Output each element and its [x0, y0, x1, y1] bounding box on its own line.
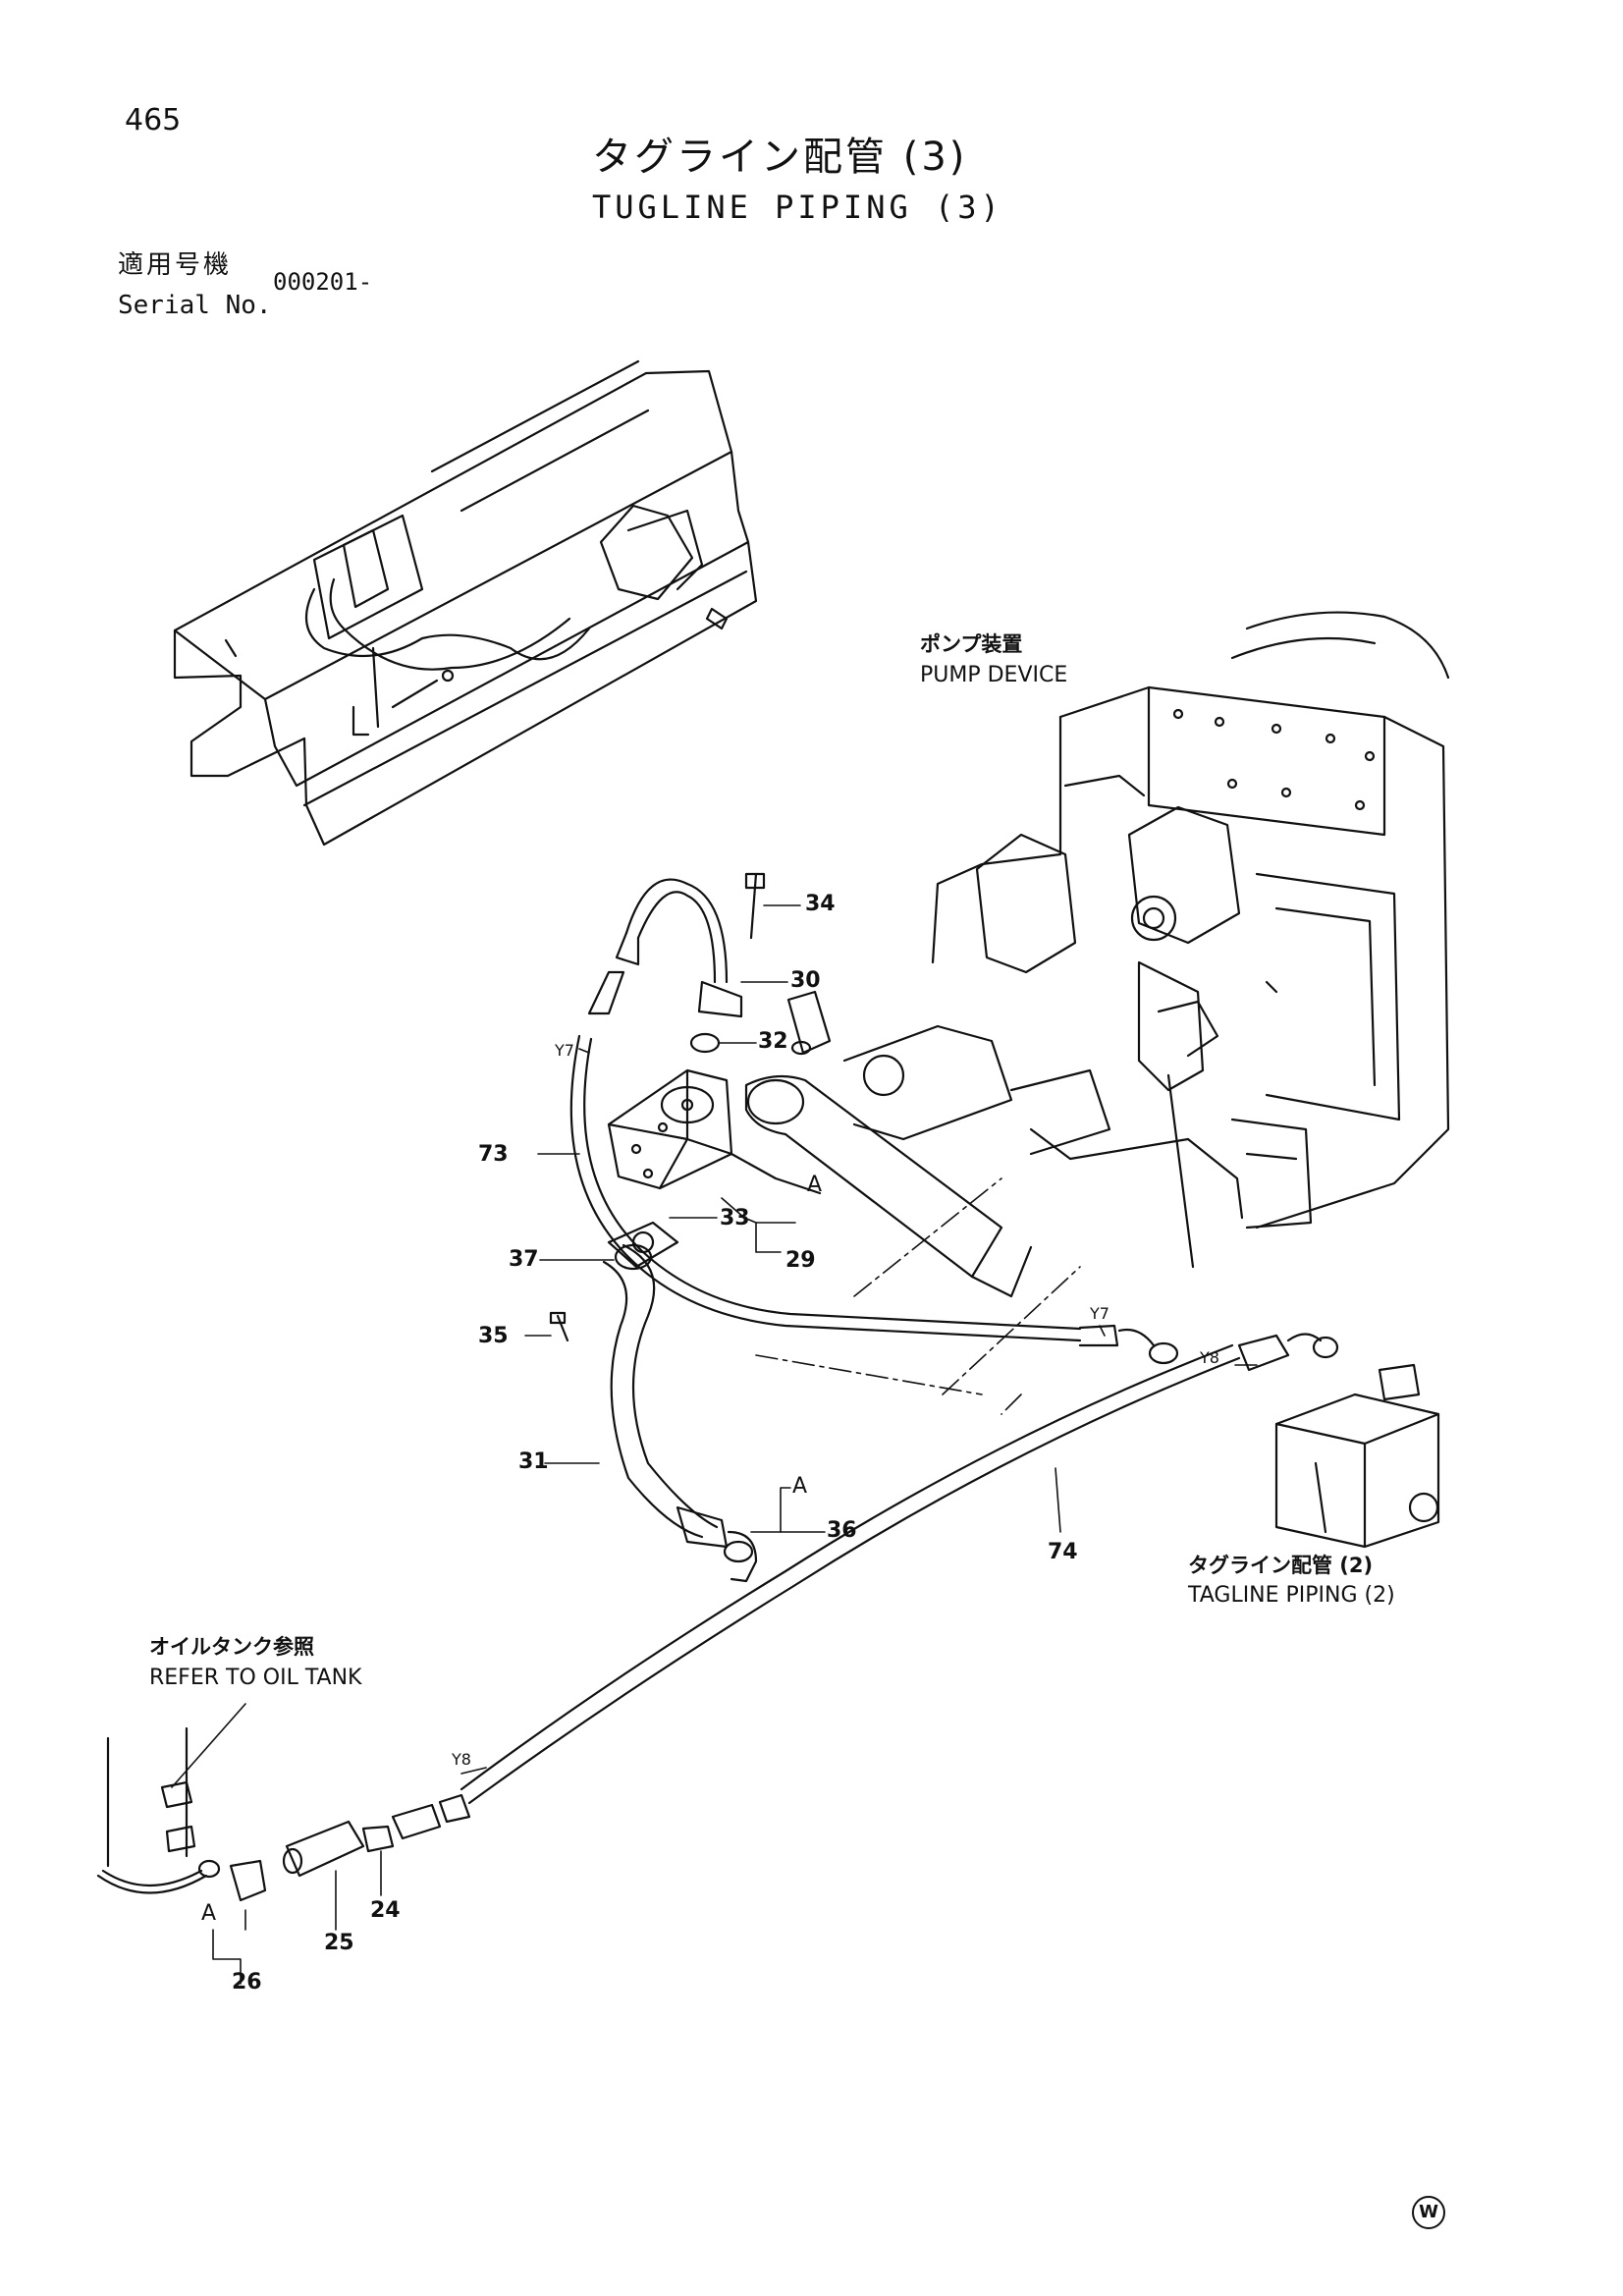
center-lines [755, 1177, 1081, 1415]
suction-tube [744, 1074, 1033, 1298]
part-number-30: 30 [790, 968, 821, 993]
part-number-36: 36 [827, 1518, 857, 1543]
section-mark-a-tank: A [201, 1901, 217, 1926]
serial-number-value: 000201- [273, 268, 373, 296]
part-number-34: 34 [805, 892, 836, 916]
leader-lines [171, 904, 1258, 1985]
hose-73 [569, 970, 1179, 1365]
hose-mark-y7-lower: Y7 [1090, 1304, 1109, 1323]
part-number-29: 29 [785, 1248, 816, 1273]
pump-device-label: PUMP DEVICE [920, 663, 1068, 687]
serial-label-english: Serial No. [118, 291, 272, 320]
part-number-73: 73 [478, 1142, 509, 1167]
part-number-74: 74 [1048, 1540, 1078, 1564]
part-number-25: 25 [324, 1931, 354, 1955]
tagline-piping-label: TAGLINE PIPING (2) [1188, 1583, 1395, 1608]
part-number-35: 35 [478, 1324, 509, 1348]
pump-device-body [842, 611, 1450, 1269]
part-number-37: 37 [509, 1247, 539, 1272]
pump-device-label-japanese: ポンプ装置 [920, 632, 1023, 656]
part-number-26: 26 [232, 1970, 262, 1995]
page-title-japanese: タグライン配管 (3) [592, 135, 968, 180]
page-title-english: TUGLINE PIPING (3) [592, 189, 1003, 226]
part-number-32: 32 [758, 1029, 788, 1054]
machine-overview-sketch [173, 359, 758, 847]
hose-mark-y8-lower: Y8 [452, 1750, 471, 1769]
hose-mark-y8-upper: Y8 [1200, 1348, 1219, 1367]
tagline-piping-label-japanese: タグライン配管 (2) [1188, 1554, 1374, 1577]
part-number-31: 31 [518, 1449, 549, 1474]
section-mark-a-pump: A [807, 1173, 823, 1197]
page-number: 465 [125, 103, 182, 137]
part-number-24: 24 [370, 1898, 401, 1923]
oil-tank-label: REFER TO OIL TANK [149, 1666, 362, 1690]
oil-tank-label-japanese: オイルタンク参照 [149, 1635, 314, 1659]
hose-74 [460, 1333, 1339, 1805]
serial-label-japanese: 適用号機 [118, 250, 233, 280]
part-number-33: 33 [720, 1206, 750, 1230]
pressure-pipe-30 [615, 872, 832, 1056]
oil-tank-fittings [96, 1726, 471, 1902]
gear-pump-unit [607, 1068, 822, 1195]
flange-37 [549, 1221, 679, 1342]
section-mark-a-hose: A [792, 1474, 808, 1499]
hose-mark-y7-upper: Y7 [555, 1041, 574, 1060]
corner-mark: W [1412, 2196, 1445, 2229]
tagline-valve [1274, 1363, 1440, 1549]
